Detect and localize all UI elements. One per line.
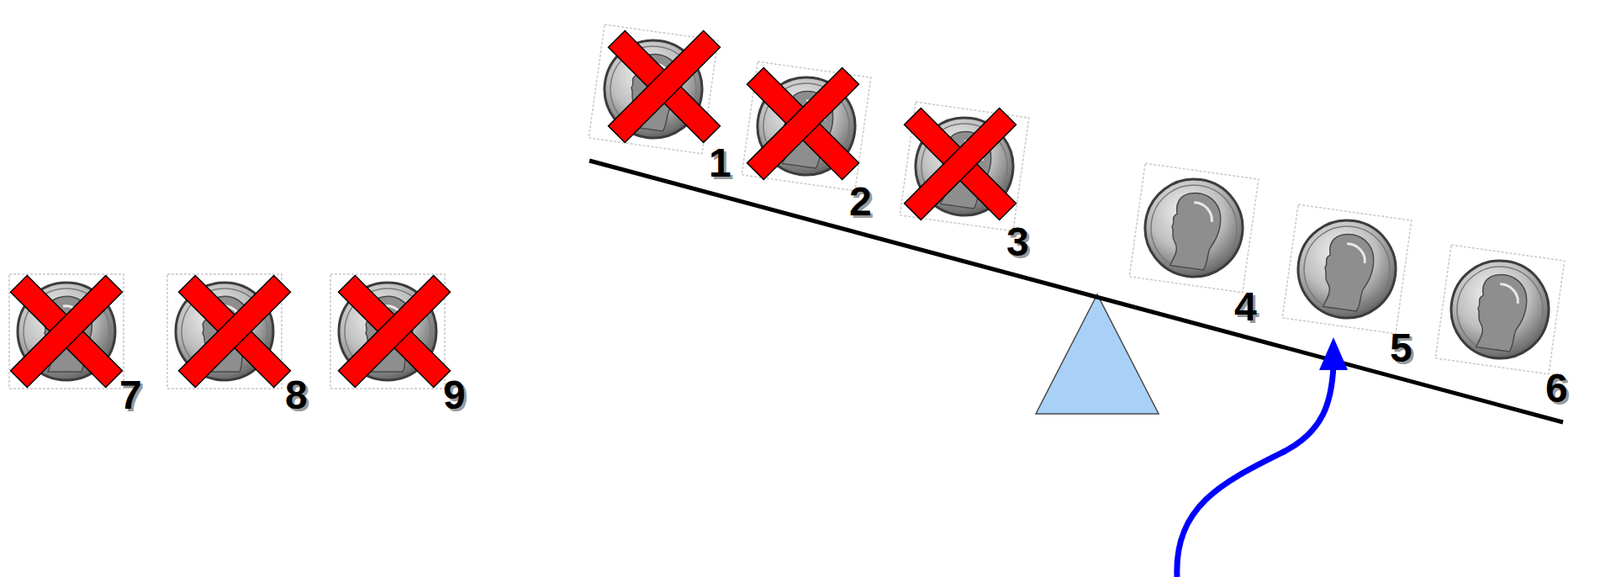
callout-number: 3 xyxy=(1006,221,1030,263)
coin xyxy=(741,61,872,191)
coin xyxy=(1282,204,1412,334)
callout-number: 6 xyxy=(1545,368,1569,409)
cross-mark xyxy=(608,31,721,143)
cross-mark xyxy=(747,68,860,180)
pointer-arrow xyxy=(1177,364,1334,577)
fulcrum-triangle xyxy=(1035,294,1159,414)
callout-number: 9 xyxy=(443,374,466,416)
callout-number: 4 xyxy=(1234,286,1257,328)
coin xyxy=(1129,163,1259,293)
coin xyxy=(899,101,1030,232)
cross-mark xyxy=(10,275,123,388)
arrow-head xyxy=(1319,337,1348,370)
callout-number: 7 xyxy=(119,374,143,416)
callout-number: 5 xyxy=(1389,327,1413,369)
balance-beam xyxy=(589,160,1564,423)
cross-mark xyxy=(338,275,451,388)
callout-number: 1 xyxy=(708,142,732,184)
callout-number: 2 xyxy=(849,181,872,222)
coin xyxy=(9,274,124,389)
cross-mark xyxy=(904,108,1017,221)
coin xyxy=(1435,244,1565,375)
callout-number: 8 xyxy=(285,374,308,416)
cross-mark xyxy=(179,275,291,388)
